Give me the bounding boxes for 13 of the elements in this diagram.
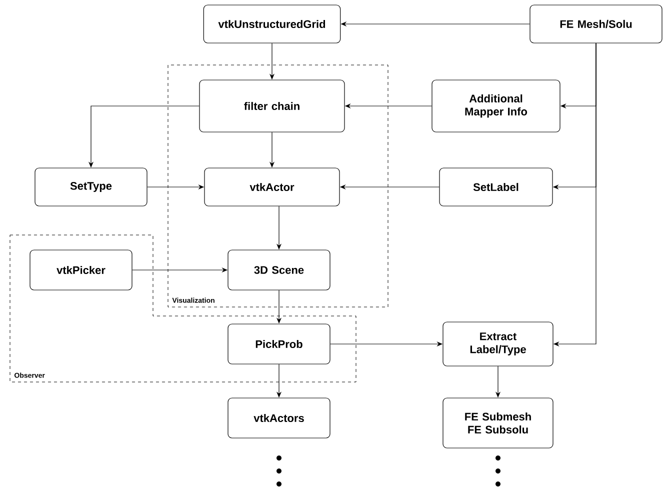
process-box: FE Mesh/Solu [530,4,662,44]
process-box: PickProb [228,324,330,364]
process-box: vtkActors [228,398,330,438]
process-box: 3D Scene [228,250,330,290]
process-box: Additional Mapper Info [432,80,560,132]
process-box: vtkUnstructuredGrid [203,4,341,44]
process-box: Extract Label/Type [442,322,554,366]
process-box: FE Submesh FE Subsolu [442,398,554,448]
process-box: filter chain [199,80,345,132]
process-box: vtkPicker [30,250,132,290]
process-box: vtkActor [204,168,340,206]
process-box: SetLabel [439,168,553,206]
process-box: SetType [34,168,148,206]
